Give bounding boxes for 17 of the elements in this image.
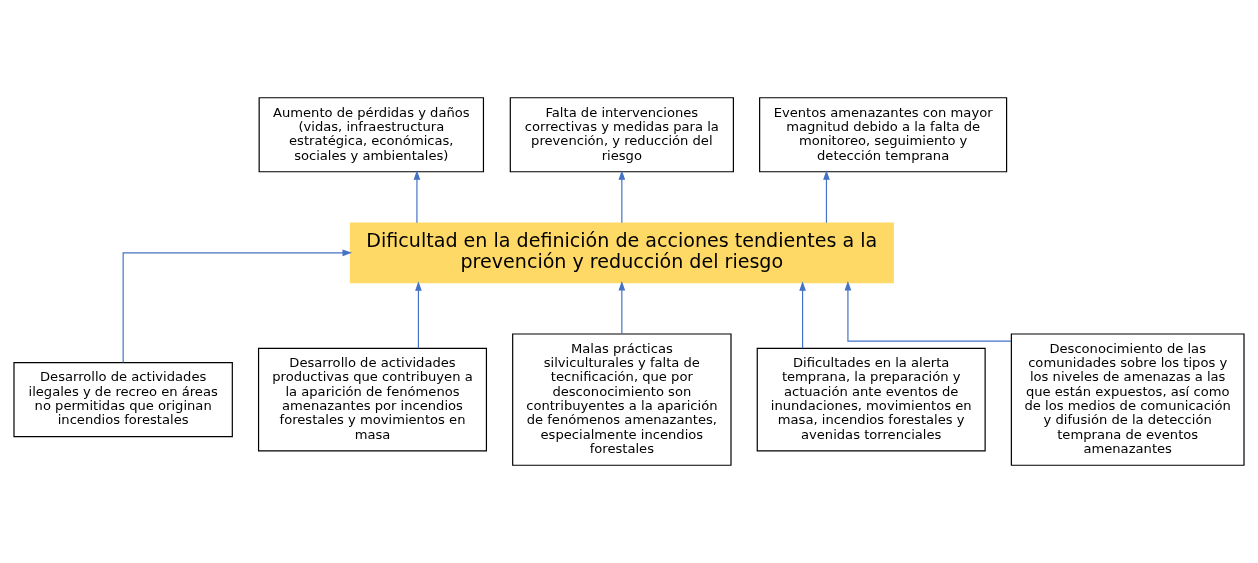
arrow (844, 280, 1012, 342)
arrow (799, 281, 806, 349)
node-box: Dificultades en la alerta temprana, la preparación y actuación ante eventos de inundaciones, movimientos en masa, incendios forestales y avenidas torrenciales (756, 347, 986, 452)
node-box: Aumento de pérdidas y daños (vidas, infraestructura estratégica, económicas, sociales y ambientales) (258, 97, 485, 173)
node-box: Dificultad en la definición de acciones tendientes a la prevención y reducción del riesgo (349, 222, 894, 284)
node-box: Eventos amenazantes con mayor magnitud debido a la falta de monitoreo, seguimiento y detección temprana (759, 97, 1008, 173)
node-box: Desconocimiento de las comunidades sobre los tipos y los niveles de amenazas a las que están expuestos, así como de los medios de comunicación y difusión de la detección temprana de eventos amenazantes (1010, 333, 1245, 466)
arrow (122, 249, 353, 364)
arrow (823, 170, 830, 224)
node-box: Falta de intervenciones correctivas y medidas para la prevención, y reducción del riesgo (509, 97, 734, 173)
arrow (618, 281, 626, 335)
arrow (415, 281, 422, 349)
node-box: Desarrollo de actividades productivas que contribuyen a la aparición de fenómenos amenazantes por incendios forestales y movimientos en masa (257, 347, 488, 452)
node-box: Malas prácticas silviculturales y falta de tecnificación, que por desconocimiento son contribuyentes a la aparición de fenómenos amenazantes, especialmente incendios forestales (512, 333, 732, 466)
node-box: Desarrollo de actividades ilegales y de recreo en áreas no permitidas que originan incendios forestales (13, 362, 233, 438)
arrow (413, 170, 421, 224)
arrow (618, 170, 626, 224)
